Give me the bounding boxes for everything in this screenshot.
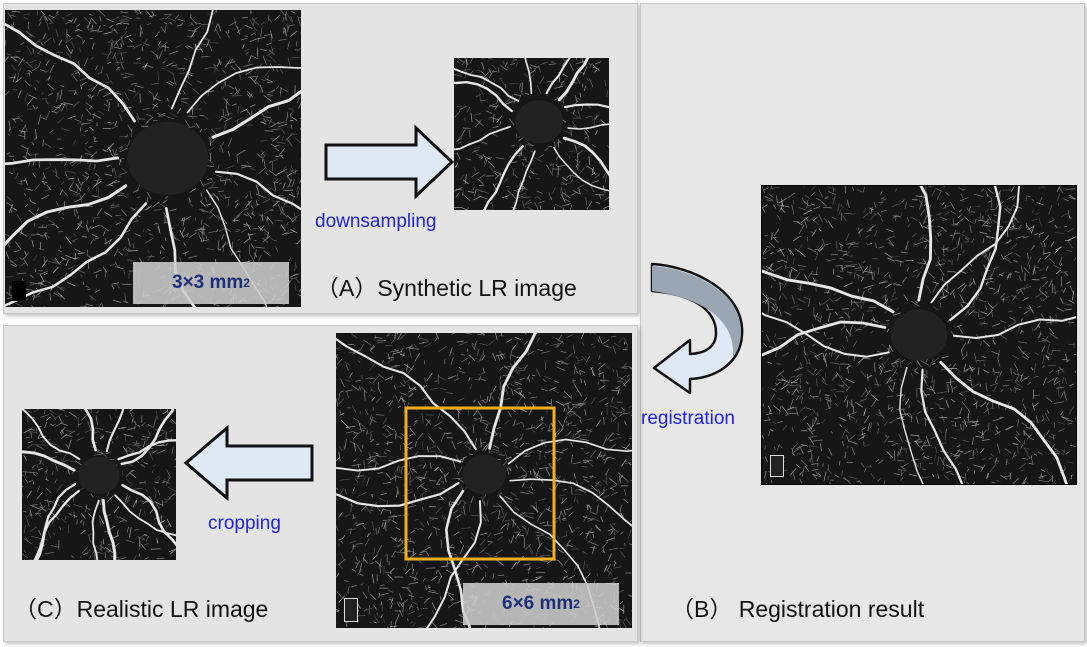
registration-label: registration: [641, 408, 735, 429]
oct-image-synthetic-lr: [454, 58, 609, 210]
scale-label: 3×3 mm: [172, 272, 244, 293]
oct-image-realistic-lr: [22, 409, 176, 560]
scale-label-sup: 2: [243, 276, 250, 290]
scale-label-sup: 2: [573, 597, 580, 611]
image-corner-marker: [770, 455, 784, 477]
cropping-label: cropping: [208, 513, 281, 534]
vessel-texture: [5, 10, 301, 307]
vessel-texture: [454, 58, 609, 210]
oct-image-registration-result: [761, 185, 1077, 485]
caption-a: （A）Synthetic LR image: [316, 275, 577, 301]
caption-b: （B） Registration result: [671, 596, 925, 622]
caption-c: （C）Realistic LR image: [14, 596, 269, 622]
vessel-texture: [22, 409, 176, 560]
scale-label: 6×6 mm: [502, 593, 574, 614]
vessel-texture: [762, 186, 1076, 484]
vessel-texture: [336, 333, 632, 628]
image-corner-marker: [12, 281, 26, 301]
downsampling-label: downsampling: [315, 211, 437, 232]
oct-image-3x3-high-res: [5, 10, 301, 307]
oct-image-6x6: [336, 333, 632, 628]
image-corner-marker: [344, 598, 358, 622]
